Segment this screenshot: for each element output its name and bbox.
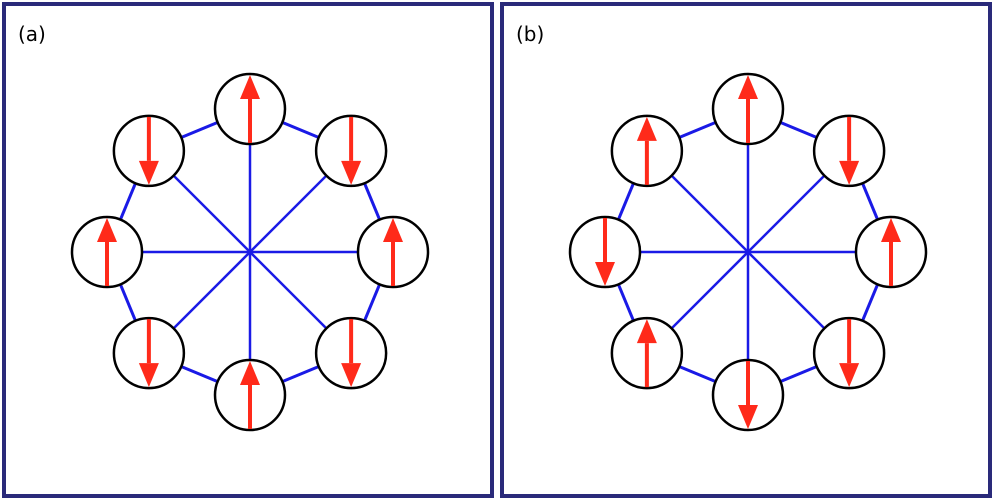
- spin-head: [738, 405, 758, 429]
- spin-down-arrow: [738, 361, 758, 429]
- spin-head: [240, 75, 260, 99]
- spin-up-arrow: [738, 75, 758, 143]
- spin-head: [636, 116, 657, 141]
- spin-head: [138, 363, 159, 388]
- lattice-site: [610, 316, 684, 390]
- spin-head: [881, 218, 901, 242]
- ring-diagram-b: [568, 72, 928, 432]
- spin-down-arrow: [839, 319, 860, 388]
- panel-a-label: (a): [18, 22, 46, 46]
- spin-down-arrow: [138, 319, 159, 388]
- lattice-site: [812, 114, 886, 188]
- panel-b-label: (b): [516, 22, 545, 46]
- spin-up-arrow: [881, 218, 901, 286]
- lattice-site: [314, 114, 388, 188]
- spin-down-arrow: [595, 218, 615, 286]
- lattice-site: [356, 215, 430, 289]
- spin-head: [383, 218, 403, 242]
- spin-down-arrow: [341, 319, 362, 388]
- spin-up-arrow: [240, 75, 260, 143]
- spin-head: [839, 363, 860, 388]
- spin-head: [97, 218, 117, 242]
- spin-head: [595, 262, 615, 286]
- spin-down-arrow: [839, 116, 860, 185]
- lattice-site: [213, 72, 287, 146]
- lattice-site: [112, 114, 186, 188]
- lattice-site: [70, 215, 144, 289]
- panel-b: (b): [500, 2, 992, 498]
- lattice-site: [610, 114, 684, 188]
- spin-head: [240, 361, 260, 385]
- spin-up-arrow: [636, 116, 657, 185]
- spin-up-arrow: [636, 319, 657, 388]
- spin-head: [636, 319, 657, 344]
- ring-diagram-a: [70, 72, 430, 432]
- lattice-site: [854, 215, 928, 289]
- lattice-site: [568, 215, 642, 289]
- spin-up-arrow: [383, 218, 403, 286]
- spin-up-arrow: [240, 361, 260, 429]
- lattice-site: [711, 72, 785, 146]
- lattice-site: [812, 316, 886, 390]
- spin-head: [738, 75, 758, 99]
- spin-down-arrow: [138, 116, 159, 185]
- spin-head: [839, 160, 860, 185]
- spin-down-arrow: [341, 116, 362, 185]
- spin-head: [341, 160, 362, 185]
- spin-head: [138, 160, 159, 185]
- lattice-site: [213, 358, 287, 432]
- lattice-site: [314, 316, 388, 390]
- panel-a: (a): [2, 2, 494, 498]
- spin-head: [341, 363, 362, 388]
- spin-up-arrow: [97, 218, 117, 286]
- lattice-site: [112, 316, 186, 390]
- lattice-site: [711, 358, 785, 432]
